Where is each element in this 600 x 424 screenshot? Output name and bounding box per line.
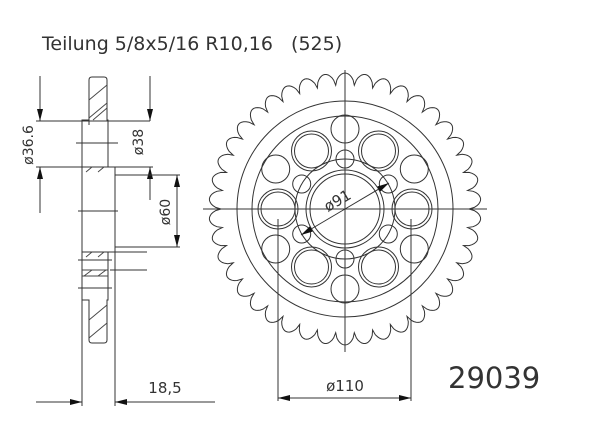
bolt-hole bbox=[292, 174, 312, 194]
dim-60-label: ø60 bbox=[158, 199, 174, 225]
title-text: Teilung 5/8x5/16 R10,16 (525) bbox=[41, 33, 342, 55]
part-number: 29039 bbox=[448, 361, 540, 395]
center-lines bbox=[76, 142, 118, 289]
large-hole-outer bbox=[291, 246, 332, 288]
dim-110-label: ø110 bbox=[326, 377, 364, 395]
bolt-hole bbox=[378, 224, 398, 244]
lightening-hole bbox=[261, 234, 291, 264]
hatching bbox=[82, 84, 108, 339]
large-hole-outer bbox=[358, 246, 399, 288]
large-hole-inner bbox=[294, 249, 329, 285]
lightening-hole bbox=[261, 154, 291, 184]
large-hole-inner bbox=[361, 133, 396, 169]
dim-18-5-label: 18,5 bbox=[148, 379, 181, 397]
side-profile bbox=[81, 76, 116, 344]
large-hole-outer bbox=[358, 130, 399, 172]
dim-38-label: ø38 bbox=[131, 129, 147, 155]
large-hole-inner bbox=[294, 133, 329, 169]
lightening-hole bbox=[399, 234, 429, 264]
dim-91-label: ø91 bbox=[321, 186, 354, 216]
side-view: ø36.6 ø38 ø60 18,5 bbox=[21, 76, 215, 406]
large-hole-inner bbox=[361, 249, 396, 285]
dim-36-6-label: ø36.6 bbox=[21, 125, 37, 165]
large-hole-outer bbox=[291, 130, 332, 172]
front-view: ø91 ø110 bbox=[203, 70, 487, 401]
lightening-hole bbox=[399, 154, 429, 184]
